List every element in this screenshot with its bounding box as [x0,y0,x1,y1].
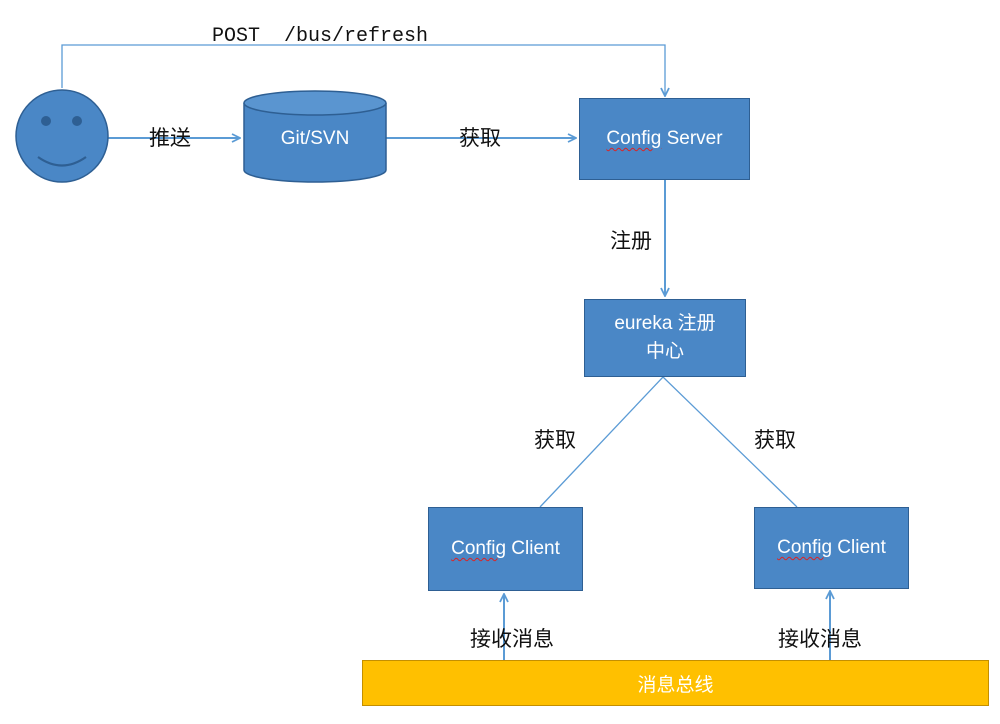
eureka-line1: eureka 注册 [614,313,716,334]
fetch-left-label: 获取 [534,428,576,452]
refresh-request-arrow [61,44,665,96]
receive-left-label: 接收消息 [470,627,554,651]
fetch-left-line [539,376,664,508]
config-server-label: Config Server [606,128,723,149]
eureka-line2: 中心 [645,341,684,362]
post-refresh-label: POST /bus/refresh [212,25,428,48]
post-method: POST [212,25,261,48]
config-client-right-node: Config Client [754,507,909,589]
config-client-left-label: Config Client [451,538,560,559]
post-path: /bus/refresh [284,25,429,48]
user-smiley-icon [15,89,109,183]
config-client-right-label: Config Client [777,537,886,558]
message-bus-label: 消息总线 [637,673,714,696]
fetch-right-label: 获取 [754,428,796,452]
git-svn-label: Git/SVN [280,128,350,149]
fetch-git-label: 获取 [459,126,501,150]
config-server-node: Config Server [579,98,750,180]
fetch-right-line [662,376,798,508]
config-client-left-node: Config Client [428,507,583,591]
eureka-registry-node: eureka 注册 中心 [584,299,746,377]
register-label: 注册 [610,229,652,253]
push-label: 推送 [149,126,191,150]
git-svn-cylinder [243,90,387,183]
message-bus-bar: 消息总线 [362,660,989,706]
receive-right-label: 接收消息 [778,627,862,651]
